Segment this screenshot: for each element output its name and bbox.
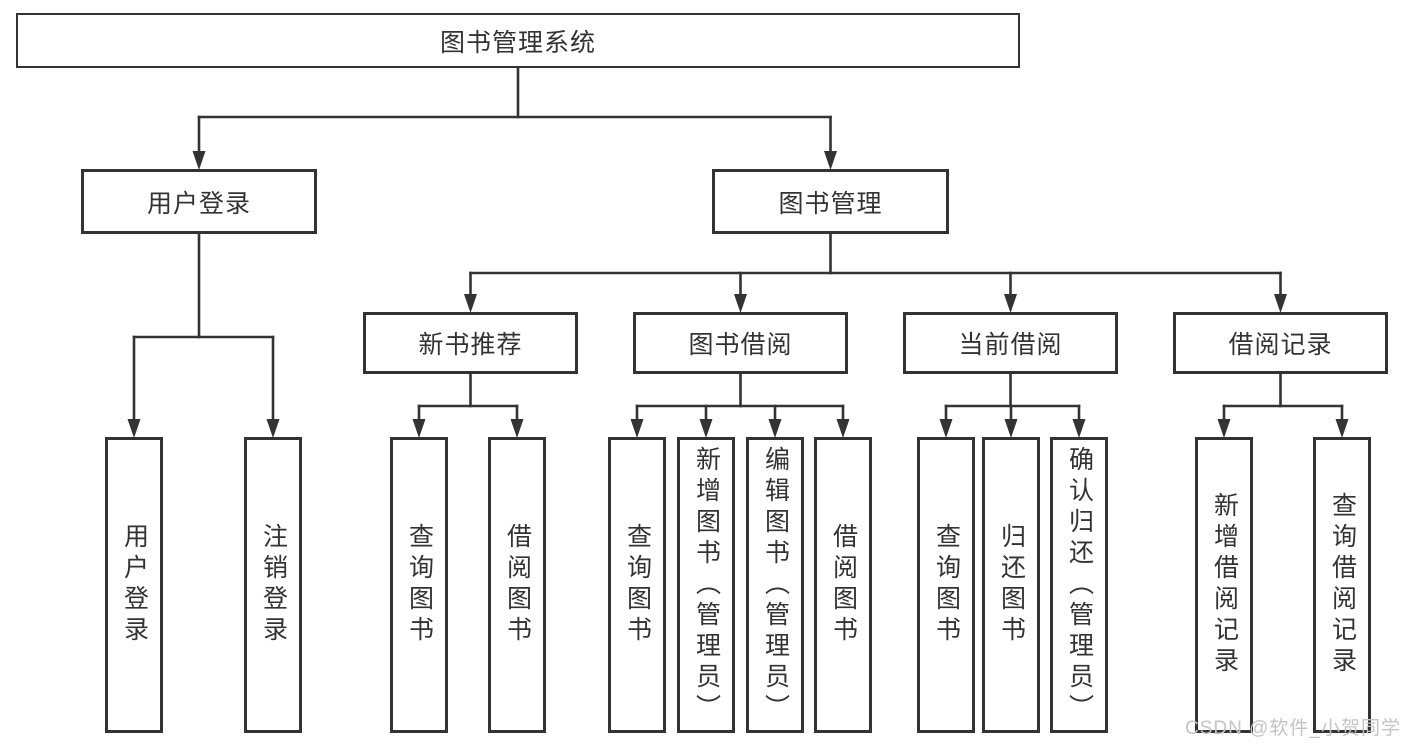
node-leaf-query-books-1: 查询图书 [390,437,448,733]
node-label-leaf-query-books-2: 查询图书 [623,523,652,647]
node-label-leaf-query-books-1: 查询图书 [405,523,434,647]
node-leaf-confirm-return: 确认归还（管理员） [1050,437,1108,733]
node-label-leaf-borrow-books-1: 借阅图书 [503,523,532,647]
node-label-root: 图书管理系统 [439,28,596,57]
node-label-leaf-logout: 注销登录 [259,523,288,647]
node-label-book-borrowing: 图书借阅 [688,331,793,359]
node-leaf-edit-books: 编辑图书（管理员） [746,437,804,733]
node-label-user-login: 用户登录 [146,189,251,218]
node-leaf-add-record: 新增借阅记录 [1195,437,1253,733]
node-leaf-return-books: 归还图书 [982,437,1040,733]
node-book-borrowing: 图书借阅 [633,312,848,374]
node-leaf-logout: 注销登录 [244,437,302,733]
node-label-leaf-query-record: 查询借阅记录 [1328,492,1357,678]
node-label-book-management: 图书管理 [778,189,883,218]
node-label-leaf-query-books-3: 查询图书 [932,523,961,647]
node-label-current-borrowing: 当前借阅 [958,331,1063,359]
node-leaf-add-books: 新增图书（管理员） [677,437,735,733]
node-label-leaf-user-login: 用户登录 [120,523,149,647]
node-borrowing-records: 借阅记录 [1173,312,1388,374]
node-label-new-book-recommend: 新书推荐 [418,331,523,359]
node-label-leaf-edit-books: 编辑图书（管理员） [761,445,790,725]
watermark: CSDN @软件_小贺同学 [1185,718,1401,739]
node-leaf-query-books-2: 查询图书 [608,437,666,733]
node-label-leaf-return-books: 归还图书 [997,523,1026,647]
node-book-management: 图书管理 [712,169,949,234]
node-leaf-query-books-3: 查询图书 [917,437,975,733]
node-leaf-borrow-books-1: 借阅图书 [488,437,546,733]
node-leaf-user-login: 用户登录 [105,437,163,733]
node-label-leaf-add-books: 新增图书（管理员） [692,445,721,725]
node-leaf-borrow-books-2: 借阅图书 [814,437,872,733]
node-root: 图书管理系统 [16,13,1020,68]
node-user-login: 用户登录 [81,169,317,234]
node-new-book-recommend: 新书推荐 [363,312,578,374]
node-label-borrowing-records: 借阅记录 [1228,331,1333,359]
node-label-leaf-borrow-books-2: 借阅图书 [829,523,858,647]
node-label-leaf-add-record: 新增借阅记录 [1210,492,1239,678]
node-current-borrowing: 当前借阅 [903,312,1118,374]
node-leaf-query-record: 查询借阅记录 [1313,437,1371,733]
node-label-leaf-confirm-return: 确认归还（管理员） [1065,445,1094,725]
